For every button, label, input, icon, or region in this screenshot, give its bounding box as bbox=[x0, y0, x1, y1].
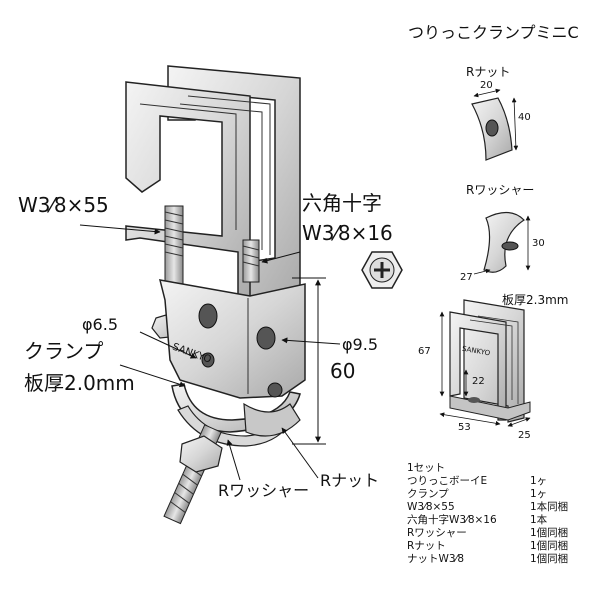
r-washer-title: Rワッシャー bbox=[466, 183, 534, 197]
hex-bolt bbox=[242, 239, 260, 283]
bracket-thickness-label: 板厚2.3mm bbox=[502, 293, 568, 307]
bracket-dim-d: 25 bbox=[518, 430, 531, 441]
clamp-assembly: SANKYO bbox=[125, 65, 306, 525]
r-washer-illustration bbox=[483, 211, 525, 273]
product-title: つりっこクランプミニC bbox=[408, 23, 579, 42]
r-washer-dim-w: 27 bbox=[460, 272, 473, 283]
bracket-illustration bbox=[449, 299, 531, 423]
height-dim-label: 60 bbox=[330, 359, 355, 383]
bottom-nut bbox=[179, 435, 223, 473]
hole-large-2 bbox=[256, 326, 276, 350]
hex-label-line1: 六角十字 bbox=[302, 191, 382, 215]
r-nut-title: Rナット bbox=[466, 65, 510, 79]
hole-lower bbox=[267, 382, 283, 398]
hole-small-label: φ6.5 bbox=[82, 315, 118, 334]
r-nut-dim-h: 40 bbox=[518, 112, 531, 123]
r-washer-dim-h: 30 bbox=[532, 238, 545, 249]
hex-label-line2: W3⁄8×16 bbox=[302, 221, 393, 245]
hanger-body bbox=[158, 279, 306, 399]
bracket-dim-w: 53 bbox=[458, 422, 471, 433]
clamp-label-line2: 板厚2.0mm bbox=[24, 371, 135, 395]
nut-label: Rナット bbox=[320, 471, 379, 490]
r-nut-illustration bbox=[471, 97, 513, 161]
hole-large-1 bbox=[198, 303, 218, 329]
clamp-label-line1: クランプ bbox=[24, 339, 103, 363]
bolt-label: W3⁄8×55 bbox=[18, 193, 109, 217]
r-nut-part bbox=[243, 402, 301, 437]
washer-label: Rワッシャー bbox=[218, 481, 309, 500]
bracket-dim-h: 67 bbox=[418, 346, 431, 357]
hole-small bbox=[201, 352, 215, 368]
parts-list-heading: 1セット bbox=[407, 462, 446, 474]
r-nut-dim-w: 20 bbox=[480, 80, 493, 91]
hole-large-label: φ9.5 bbox=[342, 335, 378, 354]
clamp-front-plate bbox=[125, 81, 251, 301]
hex-cross-head-icon bbox=[361, 251, 403, 289]
height-dimension bbox=[292, 277, 326, 445]
bracket-dim-inner: 22 bbox=[472, 376, 485, 387]
